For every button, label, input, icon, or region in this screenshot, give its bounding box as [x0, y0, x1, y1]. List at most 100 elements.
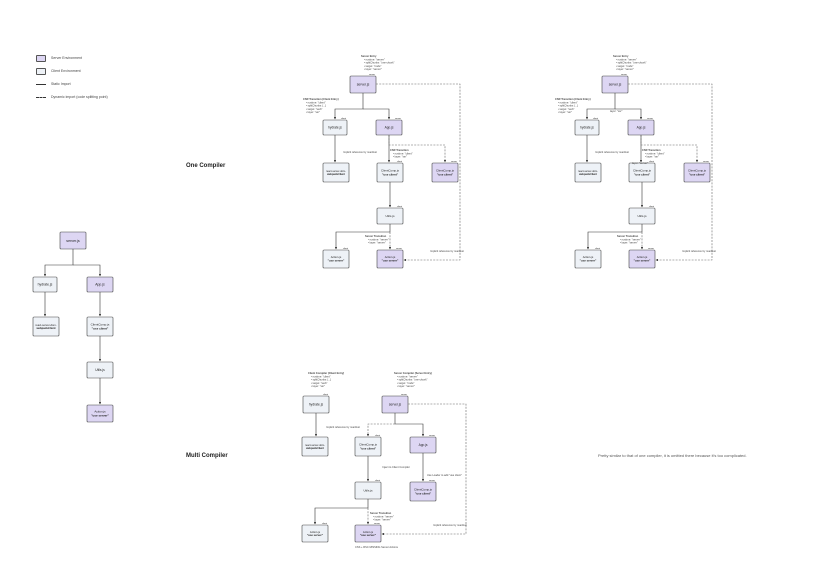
one-app-js-layer-tag: server — [395, 117, 401, 120]
left-server-js-label: server.js — [66, 239, 80, 243]
one-alt-client-comp-server-box — [683, 162, 711, 183]
mc-client-comp-label: "use client" — [360, 446, 377, 450]
legend-static: Static Import — [36, 78, 108, 90]
one-e7 — [334, 224, 391, 250]
one-client-comp-server-layer-tag: server — [451, 160, 457, 163]
one-server-entry-line: • runtime: "server" — [364, 57, 385, 61]
mc-react-server-label: react-server-dom- — [305, 444, 325, 447]
one-client-comp-ssr-label: ClientComp.js — [381, 169, 400, 173]
mc-loader-note: Use Loader to add "use client" — [427, 473, 462, 477]
one-alt-client-entry-line: • target: "web" — [558, 107, 574, 111]
dashed-arrow-icon — [36, 95, 46, 99]
mc-action-server-layer-tag: server — [374, 522, 380, 525]
one-client-comp-server: ClientComp.js"use client"server — [431, 160, 459, 183]
one-alt-csr-line: • runtime: "client" — [645, 151, 665, 155]
one-alt-client-entry-line: • splitChunks: [...] — [558, 104, 578, 108]
one-server-entry-line: • target: "node" — [364, 64, 381, 68]
alt-layer-ssr: layer: "ssr" — [610, 109, 622, 113]
one-alt-implicit-note-2: Implicit reference by manifest — [682, 249, 716, 253]
multi-compiler-label: Multi Compiler — [186, 453, 228, 459]
legend-client: Client Environment — [36, 65, 108, 77]
mc-action-client-label: Action.js — [310, 530, 321, 534]
one-react-server-label: webpack/client — [327, 173, 345, 176]
legend-dynamic: Dynamic import (code splitting point) — [36, 91, 108, 103]
mc-action-server-box — [354, 524, 382, 543]
one-server-entry-title: Server Entry — [361, 54, 377, 58]
left-hydrate-js-label: hydrate.js — [38, 283, 53, 287]
mc-app-js-layer-tag: server — [429, 434, 435, 437]
one-server-entry-line: • layer: "server" — [364, 67, 382, 71]
mc-css-note: CSS + RSC MISSING Server Actions — [355, 545, 399, 549]
one-alt-action-ssr-box — [574, 249, 602, 269]
mc-e2 — [394, 413, 425, 437]
mc-action-server: Action.js"use server"server — [354, 522, 382, 543]
one-compiler-label: One Compiler — [186, 163, 226, 169]
one-csr-line: • runtime: "client" — [393, 151, 413, 155]
one-alt-action-server-label: Action.js — [637, 255, 648, 259]
left-action-js-label: Action.js — [94, 410, 106, 414]
mc-react-server-box — [301, 436, 329, 457]
mc-client-comp-server-label: "use client" — [415, 491, 432, 495]
left-client-comp-label: ClientComp.js — [91, 323, 110, 327]
one-client-comp-ssr-label: "use client" — [382, 172, 399, 176]
one-alt-client-comp-server-label: ClientComp.js — [688, 169, 707, 173]
mc-action-client-layer-tag: client — [322, 522, 327, 525]
one-e9 — [376, 83, 461, 262]
mc-client-comp-label: ClientComp.js — [359, 443, 378, 447]
mc-react-server: react-server-dom-webpack/client — [301, 436, 329, 457]
one-client-comp-server-label: "use client" — [437, 172, 454, 176]
one-action-server-label: "use server" — [382, 259, 399, 263]
legend-server: Server Environment — [36, 52, 108, 64]
one-alt-action-server-box — [628, 249, 656, 269]
left-react-server-box — [32, 316, 60, 337]
one-alt-e5 — [640, 135, 699, 163]
one-alt-action-ssr-label: "use server" — [580, 259, 597, 263]
mc-client-entry-line: • runtime: "client" — [311, 374, 331, 378]
mc-react-server-label: webpack/client — [306, 447, 324, 450]
mc-action-server-label: "use server" — [360, 533, 377, 537]
one-server-js-layer-tag: server — [369, 73, 375, 76]
one-alt-e2 — [615, 108, 643, 120]
mc-hydrate-js-layer-tag: client — [323, 393, 328, 396]
mc-action-client: Action.js"use server"client — [301, 522, 329, 543]
left-client-comp-label: "use client" — [92, 326, 109, 330]
one-e5 — [388, 135, 447, 163]
one-alt-csr-line: • layer: "ssr" — [645, 155, 659, 159]
one-alt-hydrate-js-layer-tag: client — [593, 117, 598, 120]
mc-client-comp-server-layer-tag: server — [429, 479, 435, 482]
left-server-js: server.js — [59, 231, 87, 250]
one-e2 — [363, 108, 391, 120]
left-utils-js: Utils.js — [86, 361, 114, 379]
legend-client-label: Client Environment — [51, 69, 81, 73]
mc-client-comp-server-label: ClientComp.js — [414, 488, 433, 492]
one-alt-server-entry-line: • layer: "server" — [616, 67, 634, 71]
one-client-comp-ssr-layer-tag: client — [397, 160, 402, 163]
one-alt-client-comp-ssr: ClientComp.js"use client"client — [628, 160, 656, 183]
one-alt-app-js-layer-tag: server — [647, 117, 653, 120]
one-action-ssr-layer-tag: client — [343, 247, 348, 250]
mc-server-entry-line: • layer: "server" — [397, 384, 415, 388]
mc-utils-js-label: Utils.js — [363, 489, 373, 493]
one-client-entry-line: • layer: "ssr" — [306, 110, 320, 114]
mc-hydrate-js-label: hydrate.js — [309, 403, 324, 407]
one-hydrate-js-layer-tag: client — [341, 117, 346, 120]
one-alt-e9 — [628, 83, 713, 262]
one-alt-server-entry-line: • runtime: "server" — [616, 57, 637, 61]
mc-implicit-note-2: Implicit reference by manifest — [433, 523, 467, 527]
client-swatch-icon — [36, 67, 46, 75]
one-alt-react-server-label: webpack/client — [579, 173, 597, 176]
one-react-server: react-server-dom-webpack/client — [322, 162, 350, 183]
one-alt-react-server: react-server-dom-webpack/client — [574, 162, 602, 183]
mc-client-comp: ClientComp.js"use client"client — [354, 434, 382, 457]
left-hydrate-js: hydrate.js — [32, 276, 58, 293]
one-csr-title: CSR Transition — [390, 148, 409, 152]
legend-dynamic-label: Dynamic import (code splitting point) — [51, 95, 108, 99]
one-alt-utils-js-label: Utils.js — [637, 214, 647, 218]
